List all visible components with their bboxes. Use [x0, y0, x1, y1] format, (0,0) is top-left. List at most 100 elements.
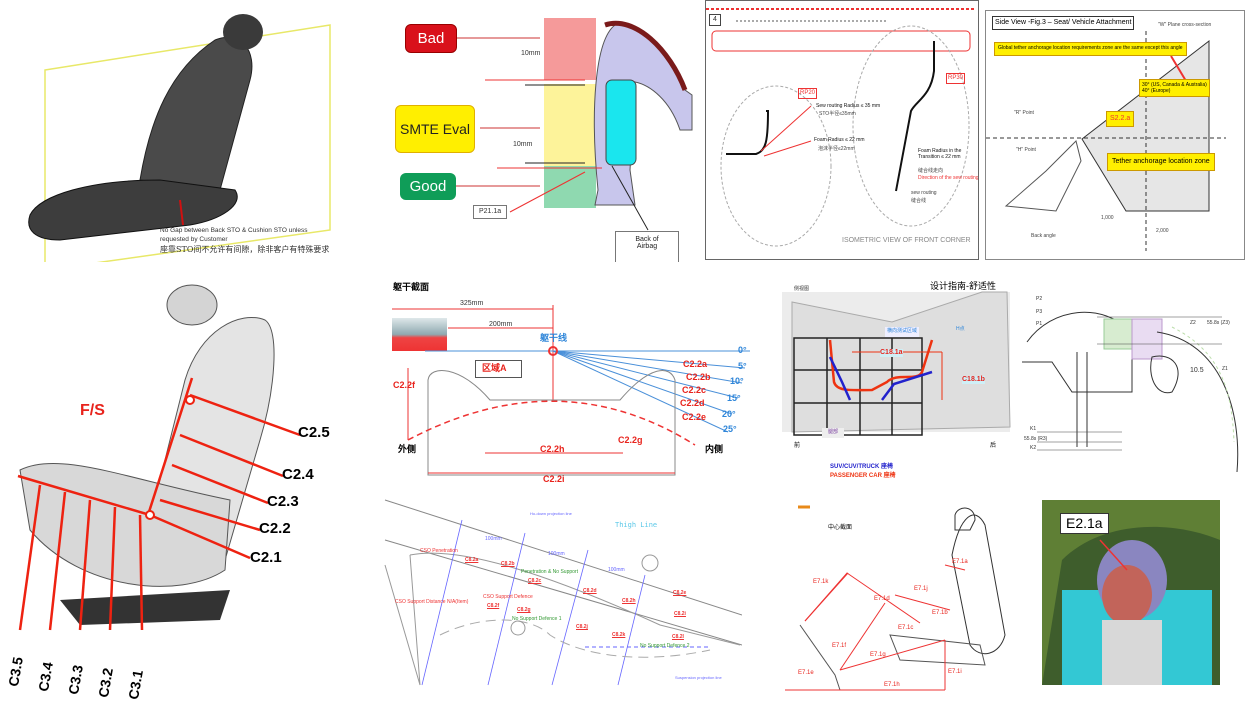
label-c82b: C8.2b — [501, 561, 515, 567]
torso-line: 躯干线 — [540, 333, 568, 343]
dim-100-1: 100mm — [485, 536, 502, 542]
ref-p21-1a: P21.1a — [473, 205, 508, 219]
sew-routing: sew routing — [911, 190, 937, 196]
label-c2-3: C2.3 — [267, 493, 299, 510]
c22i: C2.2i — [543, 474, 565, 484]
profile-panel: P2 P3 P1 Z2 55.8s (Z3) 10.5 Z1 K1 55.8s … — [1022, 272, 1250, 490]
inner-side: 内侧 — [705, 444, 724, 454]
label-c82a: C8.2a — [465, 557, 479, 563]
legend-car: PASSENGER CAR 座椅 — [830, 473, 896, 479]
ref-s2-2a: S2.2.a — [1106, 111, 1135, 127]
label-e71d: E7.1d — [874, 596, 890, 602]
head-clearance-panel: E2.1a — [1042, 500, 1220, 685]
label-e71g: E7.1g — [870, 652, 886, 658]
h-point: "H" Point — [1016, 147, 1036, 153]
direction-cn: 缝合线走向 — [918, 168, 944, 174]
tag-rp20: RP20 — [798, 88, 818, 99]
r-point: "R" Point — [1014, 110, 1034, 116]
label-c82k: C8.2k — [612, 632, 626, 638]
angle-25: 25° — [723, 424, 737, 434]
w-plane: "W" Plane cross-section — [1158, 22, 1212, 28]
label-c82d: C8.2d — [583, 588, 597, 594]
c22e: C2.2e — [682, 412, 707, 422]
direction-label: Direction of the sew routing — [918, 175, 979, 181]
item-number: 4 — [709, 14, 721, 26]
label-e71f: E7.1f — [832, 643, 847, 649]
fs-seat-drawing — [17, 284, 301, 631]
side-view-drawing — [782, 291, 1011, 436]
bad-label: Bad — [405, 24, 457, 53]
label-c82h: C8.2h — [622, 598, 636, 604]
dim-325: 325mm — [460, 300, 484, 307]
front-corner-panel: 4 RP20 RP30 Sew routing Radius ≤ 35 mm S… — [705, 0, 979, 260]
foam-radius-cn: 泡沫半径≤22mm — [818, 146, 855, 152]
sew-radius: Sew routing Radius ≤ 35 mm — [816, 103, 881, 109]
dim-100-2: 100mm — [548, 551, 565, 557]
angle-20: 20° — [722, 409, 736, 419]
label-c82g: C8.2g — [517, 607, 531, 613]
label-c82l: C8.2l — [672, 634, 684, 640]
c22a: C2.2a — [683, 359, 708, 369]
suspension-line-label: Suspension projection line — [675, 675, 722, 680]
dim-10-5: 10.5 — [1190, 367, 1204, 374]
thigh-line-label: Thigh Line — [615, 521, 658, 529]
c181b: C18.1b — [962, 376, 985, 384]
dim-200: 200mm — [489, 321, 513, 328]
sew-radius-cn: STO半径≤35mm — [819, 111, 856, 117]
angle-0: 0° — [738, 345, 747, 355]
label-c2-5: C2.5 — [298, 424, 330, 441]
torso-title: 躯干截面 — [393, 282, 430, 292]
callout-line-2: Airbag — [636, 243, 658, 250]
torso-section-panel: 躯干截面 325mm 200mm 躯干线 区域A C2.2f C2.2a C2.… — [380, 270, 780, 492]
c22f: C2.2f — [393, 380, 416, 390]
center-section-drawing — [785, 505, 1006, 691]
side-view-heading: 设计指南-舒适性 — [930, 281, 996, 291]
dim-1000: 1,000 — [1101, 215, 1114, 221]
c22h: C2.2h — [540, 444, 565, 454]
back-angle: Back angle — [1031, 233, 1056, 239]
c181a: C18.1a — [880, 349, 903, 357]
seat-gap-panel: No Gap between Back STO & Cushion STO un… — [0, 0, 380, 262]
callout-line-1: Back of — [635, 236, 659, 243]
label-c82j: C8.2j — [576, 624, 588, 630]
angle-note-1: 30° (US, Canada & Australia) — [1142, 82, 1207, 88]
note-en: No Gap between Back STO & Cushion STO un… — [160, 227, 308, 234]
good-label: Good — [400, 173, 456, 200]
tag-rp30: RP30 — [946, 73, 966, 84]
z3-label: 55.8s (Z3) — [1207, 320, 1230, 326]
caption: ISOMETRIC VIEW OF FRONT CORNER — [842, 237, 971, 244]
r3-label: 55.8s (R3) — [1024, 436, 1048, 442]
rear-label: 后 — [990, 443, 997, 449]
label-e71b: E7.1b — [932, 610, 948, 616]
sew-routing-cn: 缝合线 — [911, 198, 927, 204]
gap-bottom: 10mm — [513, 141, 533, 148]
p3-label: P3 — [1036, 309, 1043, 315]
label-c82i: C8.2i — [674, 611, 686, 617]
note-penetration: CSO Penetration — [420, 548, 458, 554]
gap-top: 10mm — [521, 50, 541, 57]
back-of-airbag-callout: Back of Airbag — [615, 231, 679, 262]
thigh-line-drawing — [384, 499, 742, 686]
center-title: 中心截面 — [828, 524, 853, 531]
label-c82c: C8.2c — [528, 578, 542, 584]
label-e71a: E7.1a — [952, 559, 968, 565]
angle-10: 10° — [730, 376, 744, 386]
angle-5: 5° — [738, 361, 747, 371]
front-corner-drawing — [706, 8, 976, 247]
dim-100-3: 100mm — [608, 567, 625, 573]
p2-label: P2 — [1036, 296, 1043, 302]
c22b: C2.2b — [686, 372, 711, 382]
ref-e2-1a: E2.1a — [1060, 513, 1109, 535]
label-e71j: E7.1j — [914, 586, 928, 592]
angle-note-2: 40° (Europe) — [1142, 88, 1171, 94]
tether-title: Side View -Fig.3 – Seat/ Vehicle Attachm… — [992, 16, 1135, 30]
front-label: 前 — [794, 443, 801, 449]
tether-panel: Side View -Fig.3 – Seat/ Vehicle Attachm… — [985, 10, 1245, 260]
k2-label: K2 — [1030, 445, 1037, 451]
k1-label: K1 — [1030, 426, 1037, 432]
thigh-line-panel: Thigh Line Ho-down projection line Suspe… — [380, 495, 742, 700]
projection-line-label: Ho-down projection line — [530, 511, 572, 516]
airbag-section — [453, 18, 693, 231]
label-c2-2: C2.2 — [259, 520, 291, 537]
label-e71h: E7.1h — [884, 682, 900, 688]
